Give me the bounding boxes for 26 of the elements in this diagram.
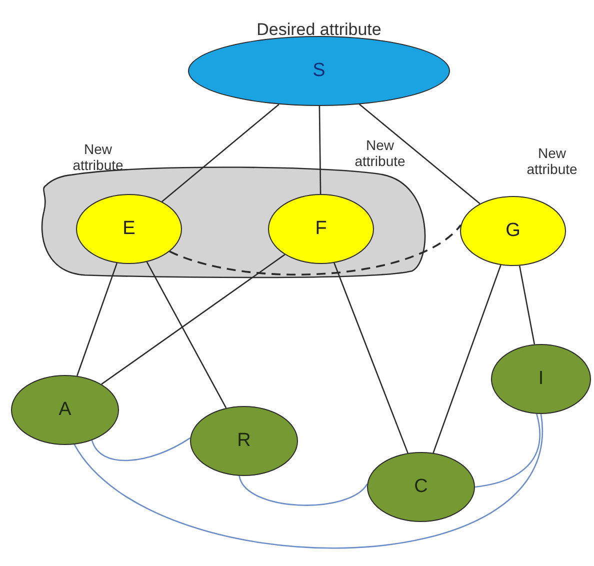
node-label: A <box>58 399 72 421</box>
node-caption: New attribute <box>354 137 406 170</box>
connector-line <box>146 262 227 408</box>
connector-line <box>74 414 542 548</box>
node-caption: Desired attribute <box>256 20 382 40</box>
node-label: G <box>506 220 520 242</box>
connector-line <box>169 224 462 276</box>
node-label: E <box>122 218 136 240</box>
node-label: C <box>414 476 428 498</box>
connector-line <box>101 254 286 385</box>
node-label: I <box>538 368 544 390</box>
connector-line <box>91 437 191 462</box>
node-label: R <box>237 430 251 452</box>
connector-line <box>334 262 408 454</box>
connector-line <box>76 262 118 376</box>
node-caption: New attribute <box>72 141 124 174</box>
connector-line <box>358 104 480 204</box>
connector-line <box>474 414 540 488</box>
connector-line <box>318 106 322 194</box>
node-label: F <box>315 218 327 240</box>
connector-line <box>162 104 280 202</box>
node-label: S <box>312 60 326 82</box>
connector-line <box>518 266 536 344</box>
node-caption: New attribute <box>526 145 578 178</box>
connector-line <box>432 264 502 454</box>
connector-line <box>238 476 368 506</box>
